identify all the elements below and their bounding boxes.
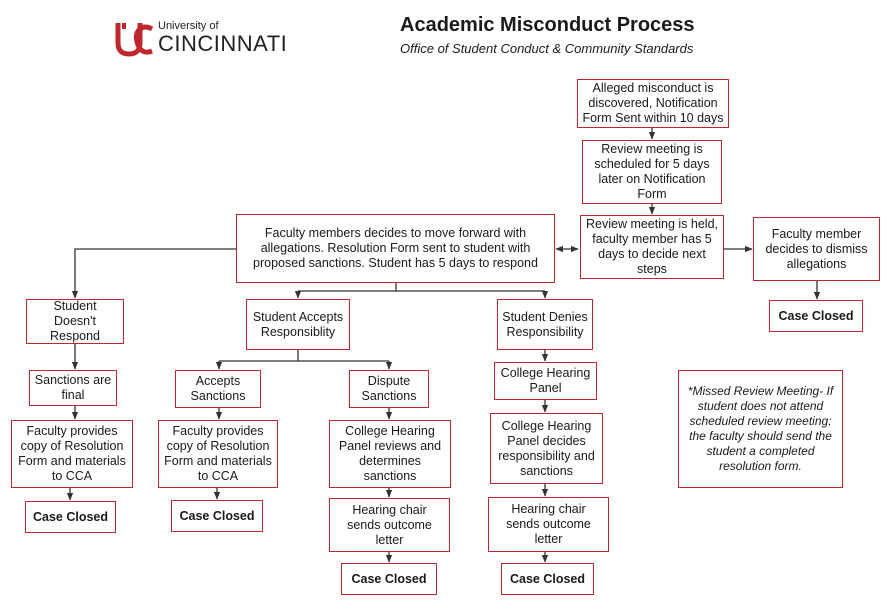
node-faculty-provides-1: Faculty provides copy of Resolution Form… — [11, 420, 133, 488]
node-dispute-sanctions: Dispute Sanctions — [349, 370, 429, 408]
node-college-hearing-panel: College Hearing Panel — [494, 362, 597, 400]
node-alleged-misconduct: Alleged misconduct is discovered, Notifi… — [577, 79, 729, 128]
uc-monogram-icon — [115, 23, 154, 57]
node-case-closed-1: Case Closed — [25, 501, 116, 533]
node-sanctions-final: Sanctions are final — [29, 370, 117, 406]
missed-review-note: *Missed Review Meeting- If student does … — [678, 370, 843, 488]
node-faculty-provides-2: Faculty provides copy of Resolution Form… — [158, 420, 278, 488]
logo-cincinnati: CINCINNATI — [158, 31, 288, 56]
node-case-closed-4: Case Closed — [501, 563, 594, 595]
node-dismiss-allegations: Faculty member decides to dismiss allega… — [753, 217, 880, 281]
node-student-denies: Student Denies Responsibility — [497, 299, 593, 350]
page-title: Academic Misconduct Process — [400, 14, 695, 36]
node-review-scheduled: Review meeting is scheduled for 5 days l… — [582, 140, 722, 204]
node-case-closed-dismiss: Case Closed — [769, 300, 863, 332]
node-panel-reviews: College Hearing Panel reviews and determ… — [329, 420, 451, 488]
node-panel-decides: College Hearing Panel decides responsibi… — [490, 413, 603, 484]
node-hearing-chair-1: Hearing chair sends outcome letter — [329, 498, 450, 552]
arrow-forward-to-no-respond — [71, 248, 236, 299]
node-move-forward: Faculty members decides to move forward … — [236, 214, 555, 283]
page-subtitle: Office of Student Conduct & Community St… — [400, 41, 694, 56]
node-case-closed-2: Case Closed — [171, 500, 263, 532]
logo-university-of: University of — [158, 20, 219, 32]
node-accepts-sanctions: Accepts Sanctions — [175, 370, 261, 408]
node-student-accepts: Student Accepts Responsiblity — [246, 299, 350, 350]
node-student-doesnt-respond: Student Doesn't Respond — [26, 299, 124, 344]
node-hearing-chair-2: Hearing chair sends outcome letter — [488, 497, 609, 552]
university-logo: University of CINCINNATI — [114, 20, 289, 58]
node-case-closed-3: Case Closed — [341, 563, 437, 595]
node-review-held: Review meeting is held, faculty member h… — [580, 215, 724, 279]
